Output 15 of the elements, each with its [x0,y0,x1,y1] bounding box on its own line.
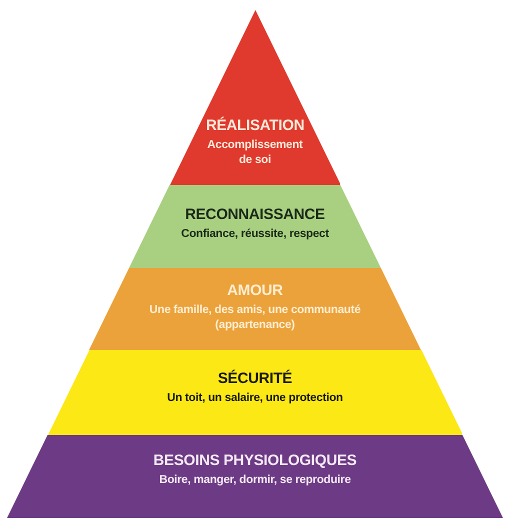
pyramid-tier [89,268,421,350]
tier-description: Confiance, réussite, respect [181,227,329,242]
pyramid-tier [48,350,462,435]
tier-title: SÉCURITÉ [218,369,292,388]
tier-description: Boire, manger, dormir, se reproduire [159,473,351,488]
tier-title: RÉALISATION [206,116,304,135]
tier-title: AMOUR [227,281,283,300]
tier-description: Une famille, des amis, une communauté (appartenance) [148,303,362,333]
pyramid-tier [129,185,381,268]
tier-title: BESOINS PHYSIOLOGIQUES [153,451,357,470]
tier-title: RECONNAISSANCE [185,205,325,224]
pyramid-apex [170,10,340,185]
tier-description: Accomplissement de soi [206,138,304,168]
tier-description: Un toit, un salaire, une protection [167,391,343,406]
pyramid-tier [7,435,503,518]
